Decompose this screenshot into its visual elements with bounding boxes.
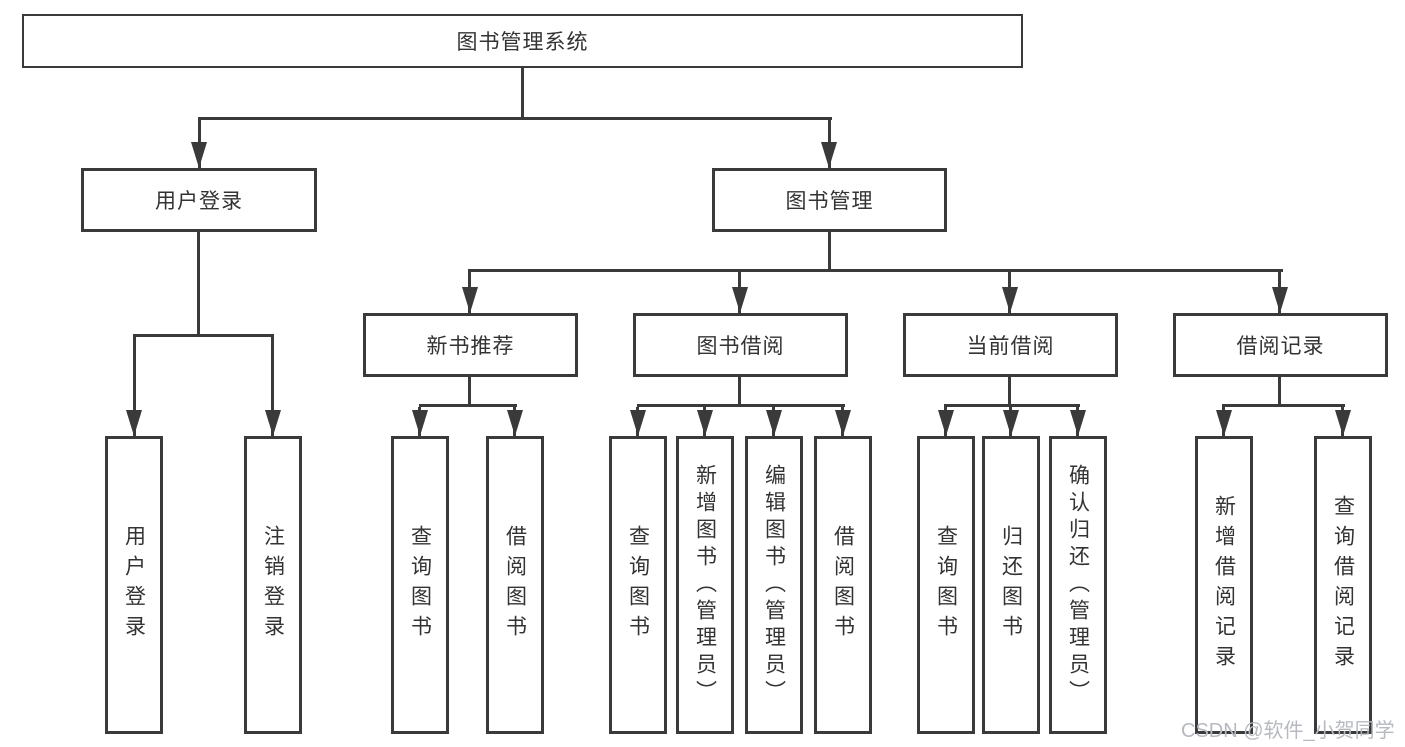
node-user-login: 用户登录 xyxy=(81,168,317,232)
node-label: 新书推荐 xyxy=(426,335,515,358)
connector-stem-leaf-user-login xyxy=(133,337,136,436)
node-new-book-recommendation: 新书推荐 xyxy=(363,313,578,377)
leaf-borrow-books-recommend: 借阅图书 xyxy=(486,436,544,734)
connector-current-stub xyxy=(1008,377,1011,406)
leaf-label: 借阅图书 xyxy=(503,525,527,645)
leaf-label: 用户登录 xyxy=(122,525,146,645)
node-borrowing-records: 借阅记录 xyxy=(1173,313,1388,377)
node-label: 图书管理系统 xyxy=(456,31,589,54)
leaf-add-borrow-record: 新增借阅记录 xyxy=(1195,436,1253,734)
arrowhead-add-book xyxy=(697,410,713,436)
leaf-label: 借阅图书 xyxy=(831,525,855,645)
connector-borrowing-stub xyxy=(738,377,741,406)
connector-book-management-stub xyxy=(828,232,831,270)
arrowhead-confirm-return xyxy=(1070,410,1086,436)
node-book-borrowing: 图书借阅 xyxy=(633,313,848,377)
arrowhead-query-borrowing xyxy=(630,410,646,436)
arrowhead-book-management xyxy=(821,142,837,168)
leaf-label: 查询借阅记录 xyxy=(1331,495,1355,675)
arrowhead-current xyxy=(1002,287,1018,313)
node-label: 图书借阅 xyxy=(696,335,785,358)
leaf-user-login: 用户登录 xyxy=(105,436,163,734)
connector-recommendation-bus xyxy=(419,404,517,407)
leaf-label: 查询图书 xyxy=(626,525,650,645)
leaf-label: 查询图书 xyxy=(934,525,958,645)
arrowhead-leaf-user-login xyxy=(126,410,142,436)
connector-stem-leaf-logout xyxy=(271,337,274,436)
connector-user-login-stub xyxy=(197,232,200,336)
leaf-label: 确认归还（管理员） xyxy=(1066,463,1090,707)
node-label: 借阅记录 xyxy=(1236,335,1325,358)
node-label: 当前借阅 xyxy=(966,335,1055,358)
arrowhead-borrow-recommend xyxy=(507,410,523,436)
arrowhead-borrow-book xyxy=(835,410,851,436)
node-library-management-system: 图书管理系统 xyxy=(22,14,1023,68)
connector-root-bus xyxy=(198,117,832,120)
connector-recommendation-stub xyxy=(468,377,471,406)
leaf-label: 查询图书 xyxy=(408,525,432,645)
leaf-add-book-admin: 新增图书（管理员） xyxy=(676,436,734,734)
arrowhead-query-current xyxy=(938,410,954,436)
leaf-label: 新增图书（管理员） xyxy=(693,463,717,707)
leaf-query-borrow-record: 查询借阅记录 xyxy=(1314,436,1372,734)
leaf-label: 注销登录 xyxy=(261,525,285,645)
leaf-label: 归还图书 xyxy=(999,525,1023,645)
arrowhead-recommendation xyxy=(462,287,478,313)
arrowhead-query-recommend xyxy=(412,410,428,436)
leaf-confirm-return-admin: 确认归还（管理员） xyxy=(1049,436,1107,734)
connector-book-management-bus xyxy=(468,269,1283,272)
node-current-borrowing: 当前借阅 xyxy=(903,313,1118,377)
leaf-query-books-recommend: 查询图书 xyxy=(391,436,449,734)
leaf-edit-book-admin: 编辑图书（管理员） xyxy=(745,436,803,734)
arrowhead-user-login xyxy=(191,142,207,168)
arrowhead-add-record xyxy=(1216,410,1232,436)
csdn-watermark: CSDN @软件_小贺同学 xyxy=(1181,720,1395,742)
arrowhead-leaf-logout xyxy=(265,410,281,436)
leaf-logout: 注销登录 xyxy=(244,436,302,734)
arrowhead-edit-book xyxy=(766,410,782,436)
leaf-label: 新增借阅记录 xyxy=(1212,495,1236,675)
arrowhead-query-record xyxy=(1335,410,1351,436)
arrowhead-return-book xyxy=(1003,410,1019,436)
connector-records-bus xyxy=(1222,404,1345,407)
node-label: 用户登录 xyxy=(155,190,243,213)
connector-root-stub xyxy=(521,68,524,120)
arrowhead-records xyxy=(1272,287,1288,313)
node-book-management: 图书管理 xyxy=(712,168,947,232)
connector-records-stub xyxy=(1278,377,1281,406)
leaf-query-books-current: 查询图书 xyxy=(917,436,975,734)
leaf-query-books-borrowing: 查询图书 xyxy=(609,436,667,734)
leaf-borrow-books-borrowing: 借阅图书 xyxy=(814,436,872,734)
connector-current-bus xyxy=(944,404,1080,407)
arrowhead-borrowing xyxy=(732,287,748,313)
connector-borrowing-bus xyxy=(637,404,845,407)
node-label: 图书管理 xyxy=(785,190,874,213)
leaf-return-book: 归还图书 xyxy=(982,436,1040,734)
leaf-label: 编辑图书（管理员） xyxy=(762,463,786,707)
connector-user-login-bus xyxy=(133,334,274,337)
